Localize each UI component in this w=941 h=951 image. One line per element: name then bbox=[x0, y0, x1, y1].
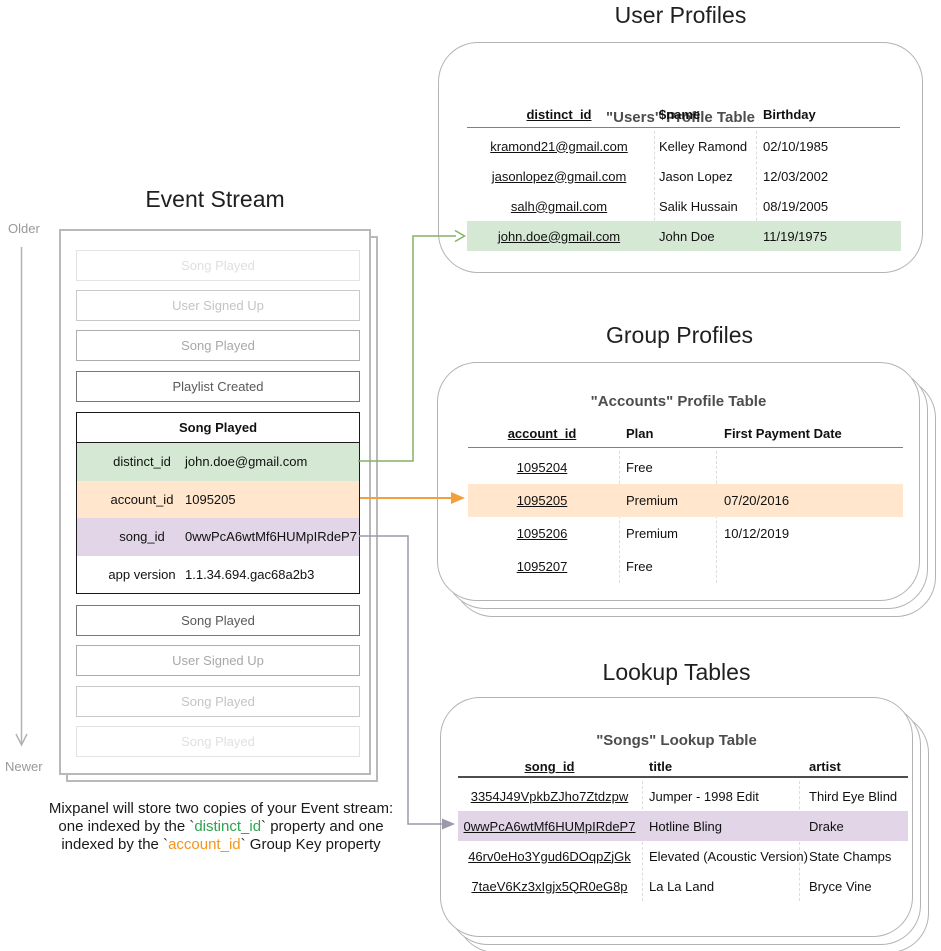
table-row: salh@gmail.com Salik Hussain 08/19/2005 bbox=[510, 198, 829, 214]
users-profile-card: "Users" Profile Table distinct_id $name … bbox=[438, 42, 923, 273]
column-separator bbox=[642, 781, 643, 901]
table-row: 3354J49VpkbZJho7Ztdzpw Jumper - 1998 Edi… bbox=[470, 788, 898, 804]
column-separator bbox=[756, 131, 757, 251]
lookup-tables-title: Lookup Tables bbox=[602, 659, 751, 685]
event-label: Song Played bbox=[181, 338, 255, 353]
group-profiles-title: Group Profiles bbox=[605, 322, 753, 348]
column-header-first-payment-date: First Payment Date bbox=[724, 426, 842, 441]
column-separator bbox=[799, 781, 800, 901]
table-row-highlighted: 0wwPcA6wtMf6HUMpIRdeP7 Hotline Bling Dra… bbox=[441, 811, 914, 841]
table-row: 46rv0eHo3Ygud6DOqpZjGk Elevated (Acousti… bbox=[468, 848, 892, 864]
table-row: 1095206 Premium 10/12/2019 bbox=[516, 526, 790, 541]
column-header-title: title bbox=[649, 759, 673, 774]
users-table-title: "Users" Profile Table bbox=[606, 109, 755, 126]
purple-highlight bbox=[458, 811, 908, 841]
event-label: User Signed Up bbox=[172, 653, 264, 668]
older-label: Older bbox=[8, 221, 40, 236]
table-row-highlighted: john.doe@gmail.com John Doe 11/19/1975 bbox=[439, 221, 924, 251]
property-row-song-id: song_id 0wwPcA6wtMf6HUMpIRdeP7 bbox=[77, 518, 359, 556]
event-box: Song Played bbox=[76, 605, 360, 636]
event-box-faded: User Signed Up bbox=[76, 290, 360, 321]
property-key: distinct_id bbox=[113, 454, 171, 470]
expanded-event-card: Song Played distinct_id john.doe@gmail.c… bbox=[76, 412, 360, 594]
caption-line-1: Mixpanel will store two copies of your E… bbox=[48, 800, 394, 817]
orange-highlight bbox=[468, 484, 903, 517]
event-stream-title: Event Stream bbox=[145, 186, 285, 212]
account-id-keyword: account_id bbox=[168, 836, 241, 853]
table-row: jasonlopez@gmail.com Jason Lopez 12/03/2… bbox=[491, 168, 829, 184]
column-header-artist: artist bbox=[809, 759, 841, 774]
event-box-faded: Song Played bbox=[76, 330, 360, 361]
header-rule bbox=[458, 776, 908, 778]
property-key: song_id bbox=[119, 529, 165, 545]
property-value: john.doe@gmail.com bbox=[185, 454, 308, 470]
table-row: 1095204 Free bbox=[516, 460, 653, 475]
event-box-faded: Song Played bbox=[76, 686, 360, 717]
column-separator bbox=[716, 451, 717, 583]
event-box-faded: Song Played bbox=[76, 250, 360, 281]
event-label: Song Played bbox=[181, 258, 255, 273]
caption-line-3: indexed by the `account_id` Group Key pr… bbox=[61, 836, 381, 853]
event-box-faded: User Signed Up bbox=[76, 645, 360, 676]
property-value: 1095205 bbox=[185, 491, 236, 507]
expanded-event-title: Song Played bbox=[77, 413, 359, 443]
timeline-arrow bbox=[15, 247, 28, 747]
property-row-app-version: app version 1.1.34.694.gac68a2b3 bbox=[77, 556, 359, 594]
event-label: Song Played bbox=[181, 613, 255, 628]
property-row-distinct-id: distinct_id john.doe@gmail.com bbox=[77, 443, 359, 481]
distinct-id-keyword: distinct_id bbox=[194, 818, 262, 835]
header-rule bbox=[468, 447, 903, 448]
caption-line-2: one indexed by the `distinct_id` propert… bbox=[58, 818, 384, 835]
property-value: 1.1.34.694.gac68a2b3 bbox=[185, 567, 315, 583]
column-header-birthday: Birthday bbox=[763, 107, 816, 122]
column-header-name: $name bbox=[659, 107, 701, 122]
event-box-faded: Song Played bbox=[76, 726, 360, 757]
user-profiles-title: User Profiles bbox=[614, 2, 747, 28]
column-header-plan: Plan bbox=[626, 426, 654, 441]
event-label: Playlist Created bbox=[172, 379, 264, 394]
property-key: app version bbox=[108, 567, 176, 583]
property-row-account-id: account_id 1095205 bbox=[77, 480, 359, 519]
green-highlight bbox=[467, 221, 901, 251]
column-header-distinct-id: distinct_id bbox=[526, 107, 592, 122]
column-separator bbox=[654, 131, 655, 251]
column-header-song-id: song_id bbox=[524, 759, 575, 774]
table-row: 1095207 Free bbox=[516, 559, 653, 574]
table-row: kramond21@gmail.com Kelley Ramond 02/10/… bbox=[490, 138, 829, 154]
table-row: 7taeV6Kz3xIgjx5QR0eG8p La La Land Bryce … bbox=[471, 878, 872, 894]
accounts-table-title: "Accounts" Profile Table bbox=[590, 393, 767, 410]
accounts-profile-card: "Accounts" Profile Table account_id Plan… bbox=[437, 362, 920, 601]
newer-label: Newer bbox=[5, 759, 43, 774]
column-separator bbox=[619, 451, 620, 583]
event-label: User Signed Up bbox=[172, 298, 264, 313]
songs-table-title: "Songs" Lookup Table bbox=[596, 732, 757, 749]
event-label: Song Played bbox=[181, 694, 255, 709]
event-box: Playlist Created bbox=[76, 371, 360, 402]
column-header-account-id: account_id bbox=[507, 426, 577, 441]
event-label: Song Played bbox=[181, 734, 255, 749]
songs-lookup-card: "Songs" Lookup Table song_id title artis… bbox=[440, 697, 913, 937]
property-key: account_id bbox=[110, 491, 174, 507]
property-value: 0wwPcA6wtMf6HUMpIRdeP7 bbox=[185, 529, 357, 545]
caption: Mixpanel will store two copies of your E… bbox=[22, 800, 420, 854]
table-row-highlighted: 1095205 Premium 07/20/2016 bbox=[438, 484, 921, 517]
header-rule bbox=[467, 127, 900, 128]
event-stream-container: Song Played User Signed Up Song Played P… bbox=[59, 229, 371, 775]
